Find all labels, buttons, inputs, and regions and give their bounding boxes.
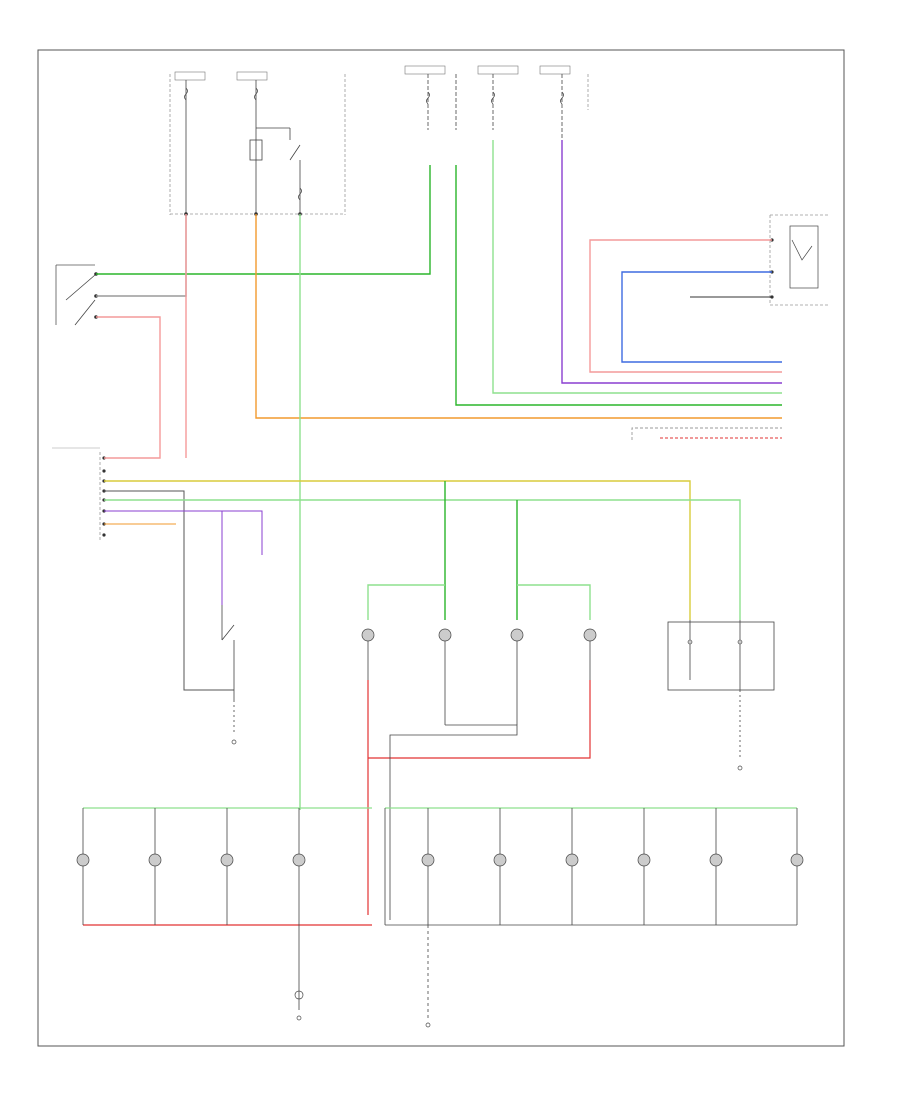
dash-switch (221, 605, 237, 745)
fuse-block-2 (404, 65, 589, 140)
fuse-block-1 (169, 71, 346, 216)
ground-g1 (294, 925, 304, 1021)
lamp-front-3 (510, 628, 524, 725)
marker-lamp-group (76, 807, 804, 926)
relay (249, 127, 302, 214)
lamp-front-2 (438, 628, 452, 725)
wire-harness (96, 140, 782, 810)
lamp-front-1 (361, 628, 375, 680)
ground-g2 (425, 925, 431, 1028)
lamp-front-4 (583, 628, 597, 680)
combination-switch (55, 264, 98, 326)
lighting-control-module (52, 447, 106, 540)
front-side-marker-lamps (361, 628, 597, 920)
license-lamp (667, 620, 775, 771)
panel-light-control (769, 214, 830, 306)
diagram-frame (37, 49, 845, 1047)
